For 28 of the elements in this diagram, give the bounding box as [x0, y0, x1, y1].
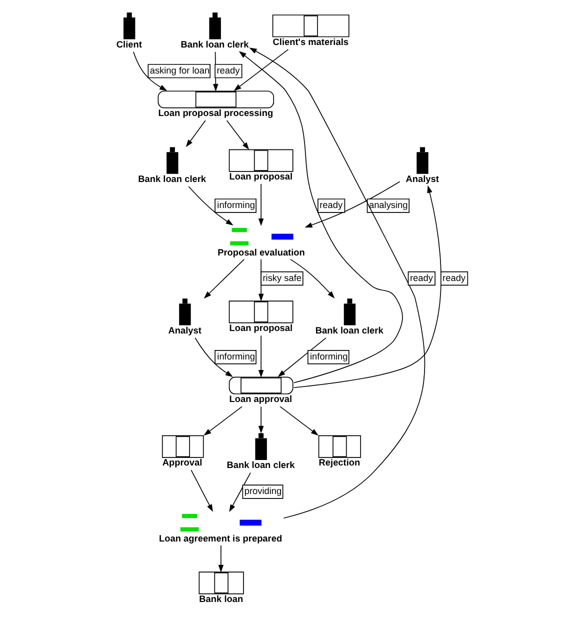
node-label: Client [116, 39, 142, 50]
node-label: Loan proposal [229, 322, 293, 333]
node-label: Analyst [406, 174, 439, 184]
node-label: Bank loan clerk [315, 326, 384, 336]
edge-label: ready [320, 200, 343, 210]
edge-label: ready [410, 272, 433, 283]
edge-label: ready [216, 65, 240, 76]
node-label: Approval [162, 458, 202, 468]
node-label: Bank loan clerk [180, 39, 249, 50]
edge-label: analysing [368, 200, 408, 210]
edge-label: providing [244, 486, 282, 496]
node-label: Loan approval [229, 394, 292, 404]
node-label: Client's materials [272, 36, 348, 47]
node-label: Bank loan clerk [226, 460, 295, 470]
node-label: Bank loan [199, 594, 244, 604]
edge-label: risky safe [262, 272, 302, 283]
node-label: Bank loan clerk [138, 174, 206, 184]
edge-label: informing [217, 200, 255, 210]
edge-label: informing [217, 351, 255, 362]
node-label: Loan proposal processing [158, 108, 274, 118]
edge-label: informing [310, 351, 348, 362]
node-label: Proposal evaluation [218, 247, 305, 258]
node-label: Loan agreement is prepared [159, 533, 282, 544]
edge-label: asking for loan [150, 65, 210, 76]
edge-label: ready [442, 272, 466, 283]
node-label: Analyst [168, 326, 202, 336]
node-label: Loan proposal [229, 172, 293, 182]
node-label: Rejection [318, 458, 360, 468]
